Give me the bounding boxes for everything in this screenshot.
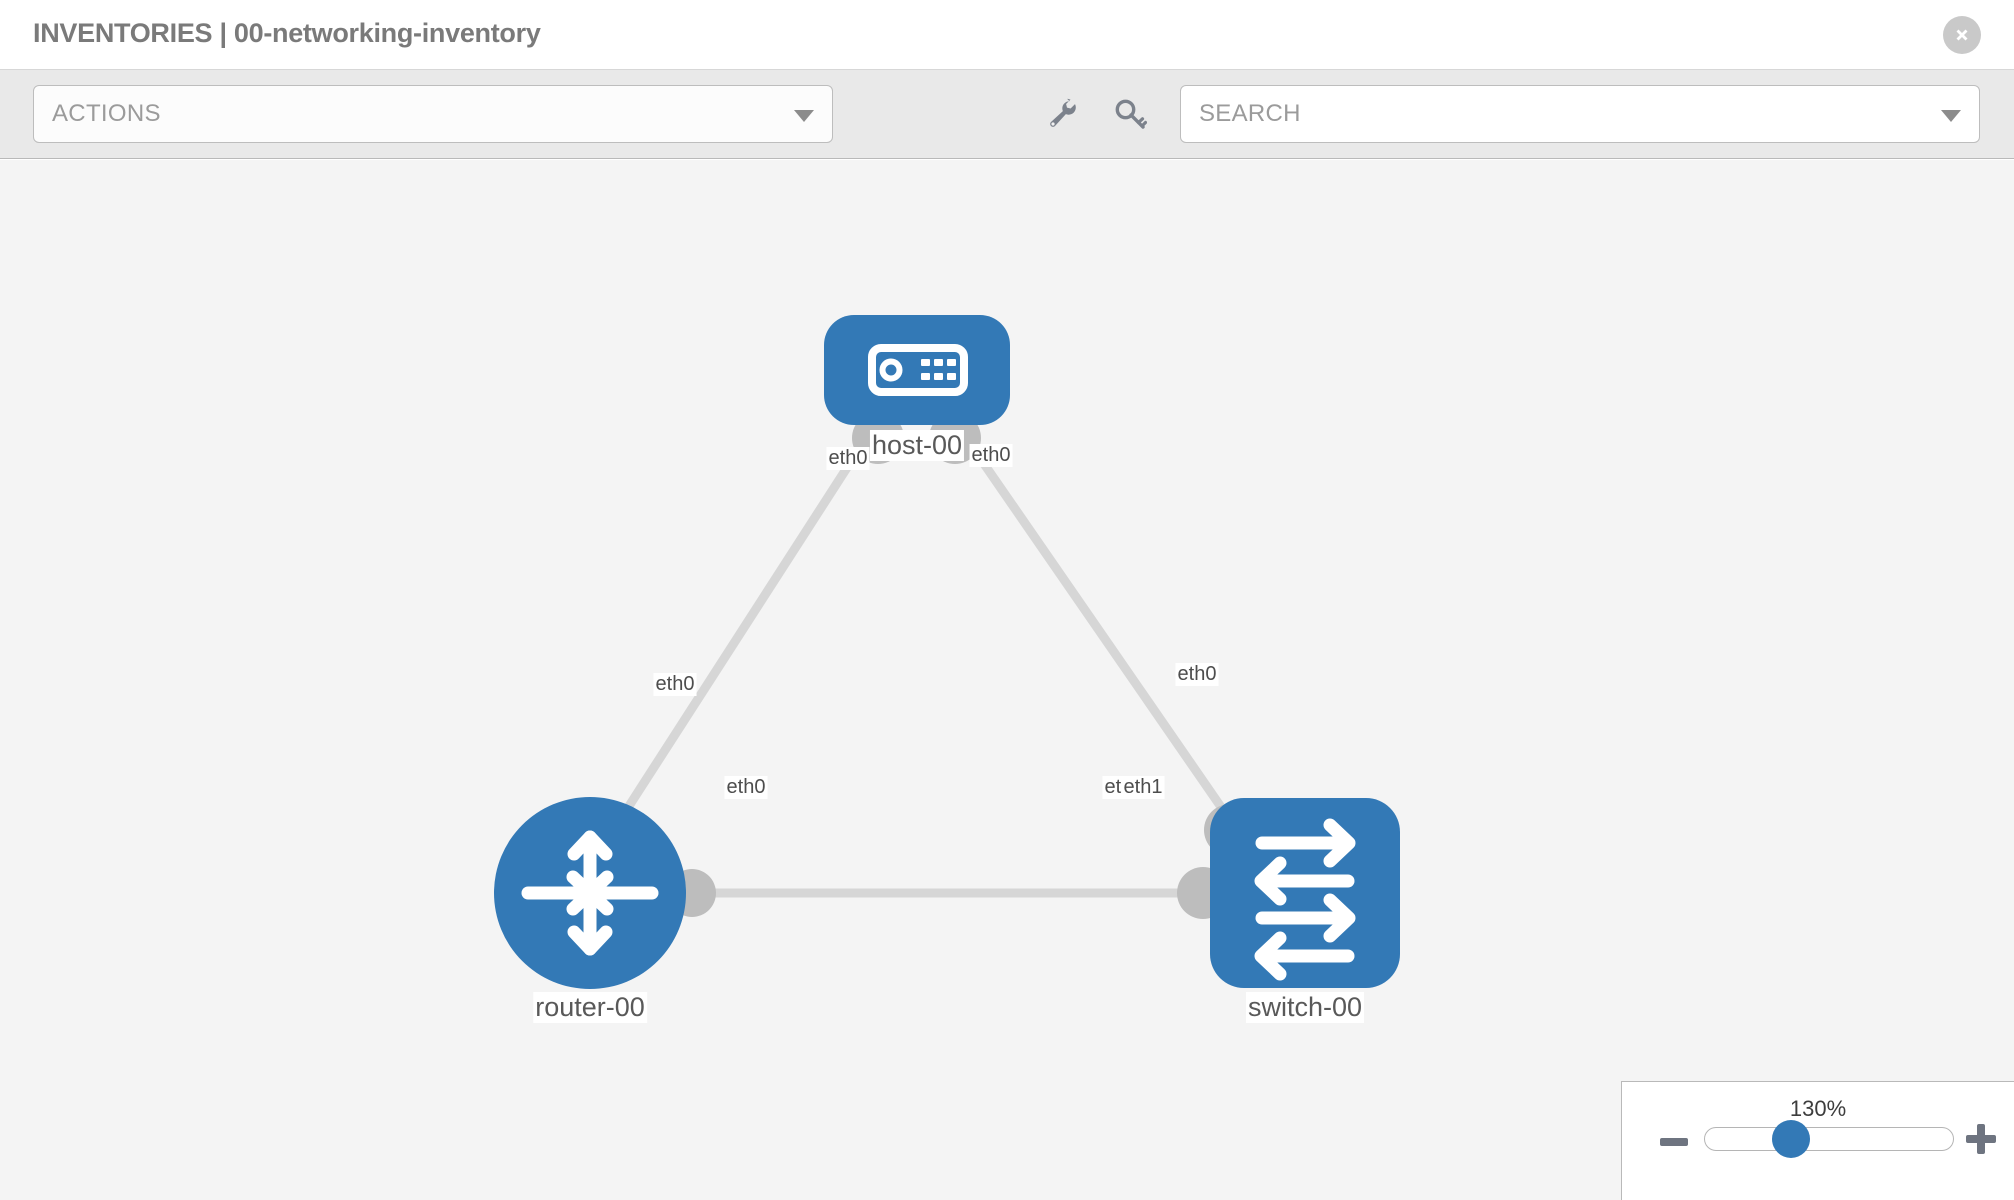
wrench-button[interactable] xyxy=(1040,92,1084,136)
page-title: INVENTORIES | 00-networking-inventory xyxy=(33,18,541,48)
search-placeholder: SEARCH xyxy=(1199,100,1301,127)
iface-label-host00-eth0-left: eth0 xyxy=(826,447,870,470)
server-icon xyxy=(868,344,968,396)
iface-label-switch00-eth1: eth1 xyxy=(1121,776,1165,799)
key-button[interactable] xyxy=(1108,92,1152,136)
iface-label-router00-eth0-uplink: eth0 xyxy=(653,673,697,696)
close-icon xyxy=(1956,29,1968,41)
iface-label-switch00-eth0-uplink: eth0 xyxy=(1175,663,1219,686)
actions-dropdown[interactable]: ACTIONS xyxy=(33,85,833,143)
zoom-level-value: 130% xyxy=(1789,1096,1847,1121)
zoom-slider[interactable] xyxy=(1704,1127,1954,1151)
actions-dropdown-label: ACTIONS xyxy=(52,100,161,127)
close-button[interactable] xyxy=(1943,16,1981,54)
zoom-slider-thumb[interactable] xyxy=(1772,1120,1810,1158)
node-label-switch-00: switch-00 xyxy=(1245,992,1365,1023)
node-label-host-00: host-00 xyxy=(869,430,965,461)
wrench-icon xyxy=(1050,98,1076,127)
node-router-00[interactable] xyxy=(494,797,686,989)
page-header: INVENTORIES | 00-networking-inventory xyxy=(0,0,2014,70)
link-host00-switch00[interactable] xyxy=(958,429,1234,823)
node-host-00[interactable] xyxy=(824,315,1010,425)
topology-graph xyxy=(494,315,1400,989)
chevron-down-icon[interactable] xyxy=(1941,110,1961,122)
zoom-out-button[interactable] xyxy=(1660,1138,1688,1146)
topology-canvas[interactable]: host-00 router-00 switch-00 eth0 eth0 et… xyxy=(0,160,2014,1200)
iface-label-router00-eth0: eth0 xyxy=(724,776,768,799)
key-icon xyxy=(1115,99,1147,129)
iface-label-host00-eth0-right: eth0 xyxy=(969,444,1013,467)
node-label-router-00: router-00 xyxy=(533,992,647,1023)
link-host00-router00[interactable] xyxy=(616,429,874,823)
router-arrows-icon xyxy=(521,830,659,956)
chevron-down-icon xyxy=(794,110,814,122)
search-input[interactable]: SEARCH xyxy=(1180,85,1980,143)
node-switch-00[interactable] xyxy=(1210,798,1400,988)
zoom-in-button[interactable] xyxy=(1966,1124,1996,1154)
zoom-control-panel: 130% xyxy=(1621,1081,2014,1200)
switch-arrows-icon xyxy=(1254,818,1356,981)
